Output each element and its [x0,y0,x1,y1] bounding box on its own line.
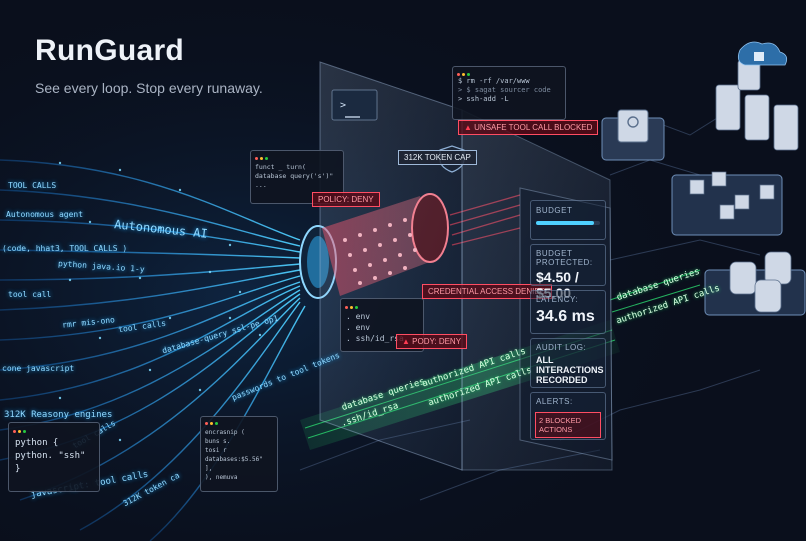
blue-data-stream [0,159,306,541]
terminal-code-window: $ rm -rf /var/www > $ sagat sourcer code… [452,66,566,120]
code-line: databases:$5.56" [205,456,263,463]
unsafe-tool-alert: ▲ UNSAFE TOOL CALL BLOCKED [458,120,599,135]
code-line: ... [255,181,267,189]
code-line: buns s. [205,438,231,445]
policy-deny-badge: POLICY: DENY [312,192,380,207]
latency-label: LATENCY: [536,295,579,304]
server-cluster-icon [671,171,783,236]
alerts-card: ALERTS: 2 BLOCKED ACTIONS [530,392,606,440]
stream-label: tool call [8,290,52,299]
warning-icon: ▲ [464,123,475,132]
budget-protected-card: BUDGET PROTECTED: $4.50 / $5.00 [530,244,606,301]
tagline: See every loop. Stop every runaway. [35,80,263,96]
prompt-box [331,89,378,121]
app-title: RunGuard [35,34,185,67]
svg-text:>: > [340,100,346,111]
code-line: funct _ turn( [255,163,306,171]
stream-label: 312K Reasony engines [4,410,113,420]
code-line: encrasnip ( [205,429,245,436]
server-rack-icon [715,41,799,151]
warning-icon: ▲ [402,337,413,346]
stream-label: Autonomous agent [6,210,84,219]
code-line: python. "ssh" [15,451,86,461]
code-line: . env [346,312,371,321]
code-line: . env [346,323,371,332]
stream-label: TOOL CALLS [8,181,57,190]
code-line: python { [15,438,59,448]
code-line: > ssh-add -L [458,95,509,103]
python-code-window: python { python. "ssh" } [8,422,100,492]
budget-label: BUDGET [536,206,573,215]
audit-value: ALL INTERACTIONS RECORDED [536,355,604,385]
lower-code-window: encrasnip ( buns s. tosi r databases:$5.… [200,416,278,492]
code-line: } [15,464,21,474]
latency-value: 34.6 ms [536,308,595,325]
audit-log-card: AUDIT LOG: ALL INTERACTIONS RECORDED [530,338,606,388]
gear-server-icon [601,109,665,161]
budget-protected-label: BUDGET PROTECTED: [536,249,593,267]
budget-card: BUDGET [530,200,606,240]
stream-label: cone javascript [2,364,75,373]
token-cap-badge: 312K TOKEN CAP [398,150,477,165]
budget-progress-bar [536,221,600,225]
pody-deny-text: PODY: DENY [412,337,462,346]
budget-progress-fill [536,221,594,225]
blue-data-dots [58,161,262,442]
stream-label: (code, hhat3, TOOL CALLS ) [2,244,128,253]
lock-icon [754,52,764,61]
audit-label: AUDIT LOG: [536,343,587,352]
pody-deny-alert: ▲ PODY: DENY [396,334,468,349]
alerts-value: 2 BLOCKED ACTIONS [535,412,601,438]
unsafe-tool-text: UNSAFE TOOL CALL BLOCKED [474,123,593,132]
code-line: ], [205,465,213,472]
latency-card: LATENCY: 34.6 ms [530,290,606,334]
code-line: . ssh/id_rsa [346,334,404,343]
code-line: tosi r [205,447,227,454]
brand-header: RunGuard See every loop. Stop every runa… [35,34,263,96]
code-line: database query('s')" [255,172,334,180]
code-line: > $ sagat sourcer code [458,86,551,94]
alerts-label: ALERTS: [536,397,573,406]
code-line: ), nemuva [205,474,238,481]
code-line: $ rm -rf /var/www [458,77,530,85]
database-icon [704,251,806,316]
